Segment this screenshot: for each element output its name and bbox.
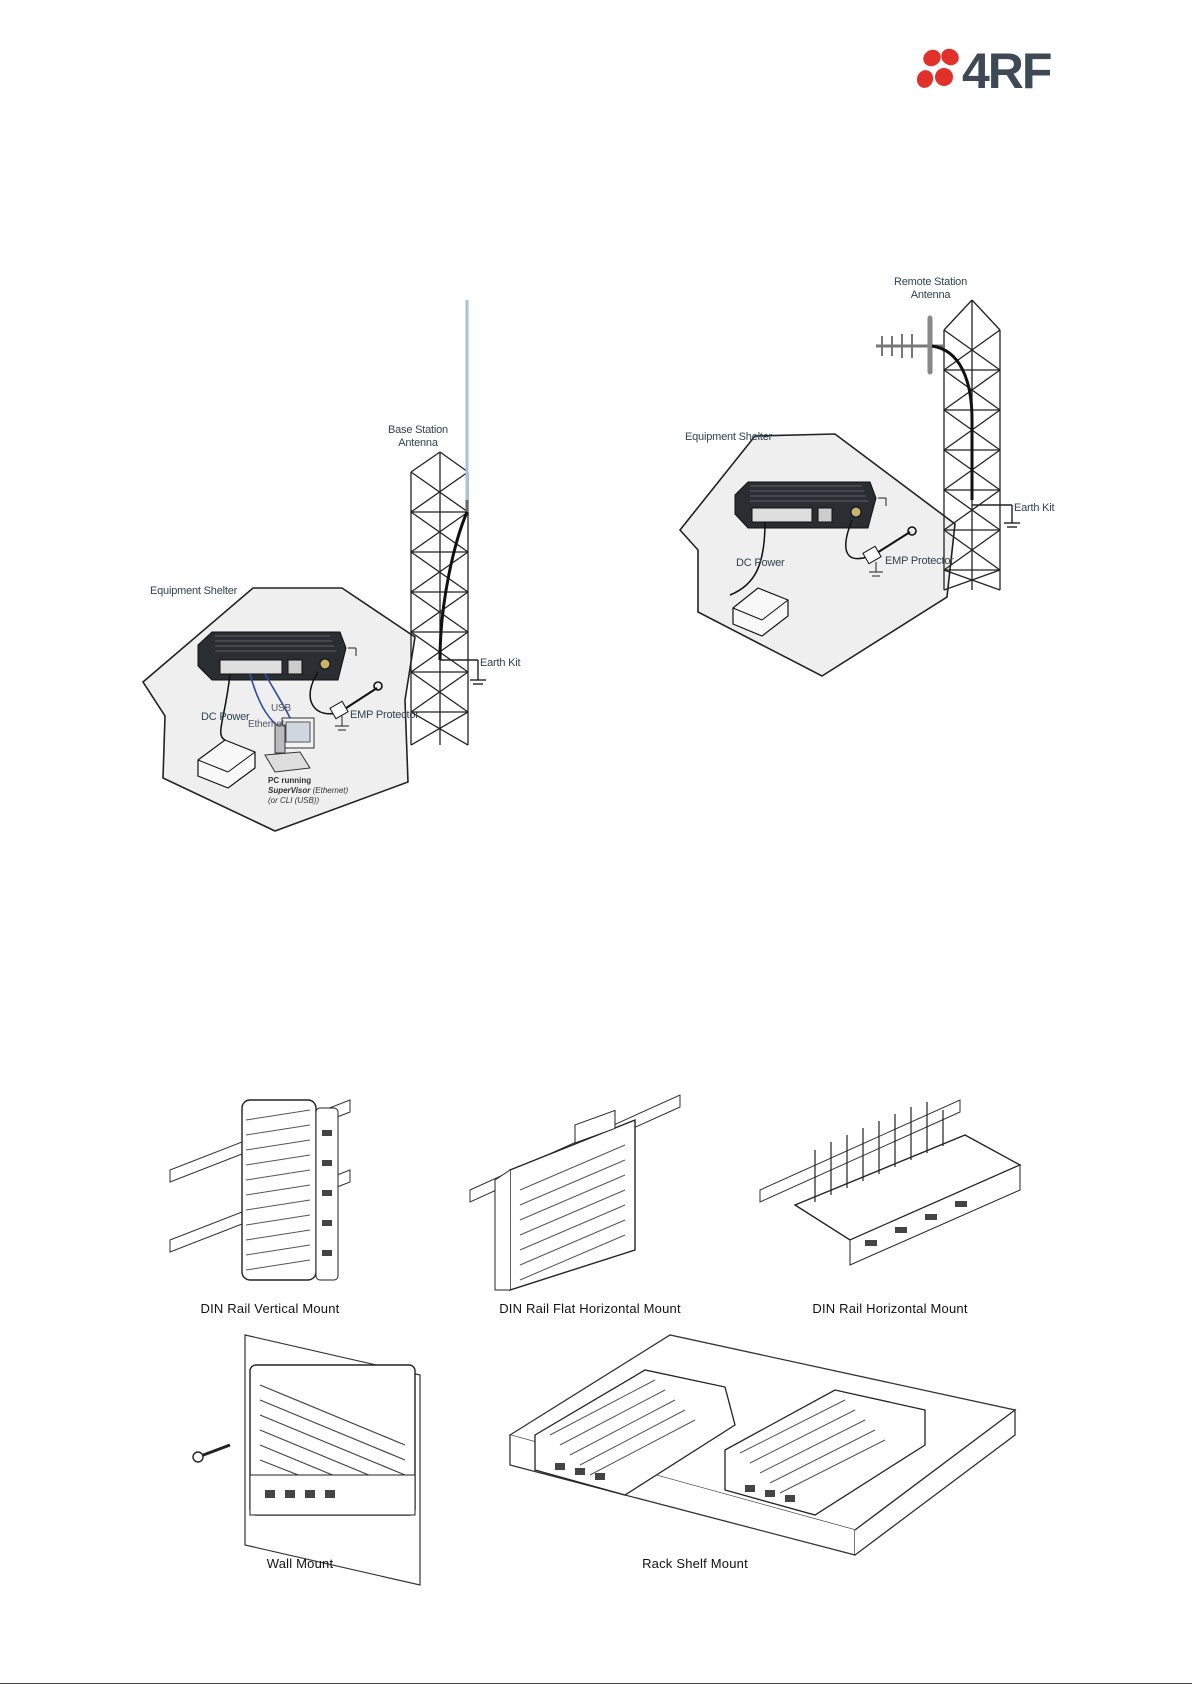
remote-dc-power-label: DC Power: [736, 557, 785, 569]
caption-din-flat-horizontal: DIN Rail Flat Horizontal Mount: [499, 1301, 681, 1316]
caption-din-horizontal: DIN Rail Horizontal Mount: [812, 1301, 968, 1316]
din-horizontal-illustration: [759, 1099, 1022, 1266]
base-shelter-label: Equipment Shelter: [150, 585, 238, 597]
base-earth-kit-label: Earth Kit: [480, 657, 521, 669]
din-vertical-illustration: [169, 1099, 351, 1281]
din-flat-horizontal-illustration: [469, 1094, 681, 1291]
remote-shelter-label: Equipment Shelter: [685, 431, 773, 443]
pc-caption-line3: (or CLI (USB)): [268, 796, 320, 805]
pc-caption-supervisor: SuperVisor: [268, 786, 311, 795]
remote-earth-kit-label: Earth Kit: [1014, 502, 1055, 514]
pc-caption-line2: SuperVisor (Ethernet): [268, 786, 348, 796]
base-pc-caption: PC running SuperVisor (Ethernet) (or CLI…: [268, 776, 348, 806]
remote-emp-label: EMP Protector: [885, 555, 954, 567]
pc-caption-line1: PC running: [268, 776, 312, 785]
footer-rule: [0, 1683, 1192, 1684]
logo-text: 4RF: [962, 43, 1052, 99]
caption-din-vertical: DIN Rail Vertical Mount: [200, 1301, 340, 1316]
base-ethernet-label: Ethernet: [248, 719, 285, 730]
base-station-illustration: [141, 300, 486, 832]
caption-wall: Wall Mount: [266, 1556, 334, 1571]
rack-shelf-illustration: [508, 1334, 1017, 1556]
pc-caption-ethernet: (Ethernet): [310, 786, 349, 795]
base-emp-label: EMP Protector: [350, 709, 419, 721]
base-usb-label: USB: [271, 703, 291, 714]
base-dc-power-label: DC Power: [201, 711, 250, 723]
remote-antenna-label: Remote Station Antenna: [894, 276, 968, 301]
mount-din-vertical: DIN Rail Vertical Mount: [160, 1090, 380, 1320]
caption-rack-shelf: Rack Shelf Mount: [642, 1556, 748, 1571]
remote-station-diagram: Remote Station Antenna Equipment Shelter…: [600, 0, 1192, 700]
logo-petals-icon: [916, 48, 959, 88]
base-antenna-label: Base Station Antenna: [388, 424, 448, 449]
wall-mount-illustration: [192, 1334, 421, 1586]
mount-din-horizontal: DIN Rail Horizontal Mount: [755, 1090, 1025, 1320]
mount-wall: Wall Mount: [190, 1334, 450, 1586]
company-logo: 4RF: [910, 43, 1085, 100]
mount-rack-shelf: Rack Shelf Mount: [495, 1334, 1020, 1575]
base-station-diagram: Base Station Antenna Equipment Shelter E…: [0, 0, 600, 850]
remote-station-illustration: [678, 299, 1020, 677]
mount-din-flat-horizontal: DIN Rail Flat Horizontal Mount: [465, 1090, 715, 1320]
